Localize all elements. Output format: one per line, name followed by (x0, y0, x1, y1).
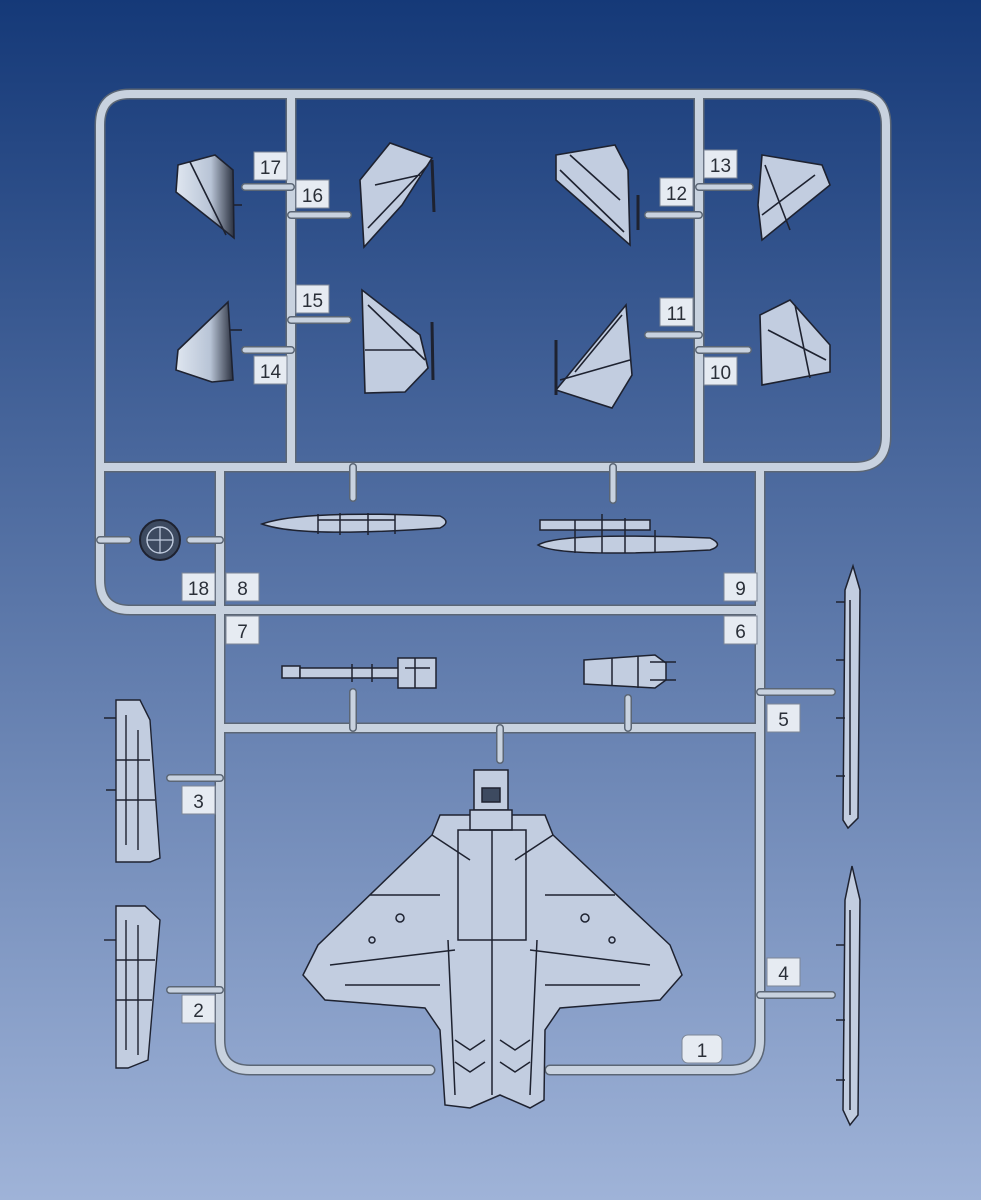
wing-spar-part-4 (836, 865, 861, 1127)
tag-5: 5 (766, 703, 801, 733)
svg-text:1: 1 (697, 1041, 708, 1062)
svg-text:9: 9 (735, 579, 746, 600)
fin-part-15 (361, 288, 435, 394)
fuel-tank-part-8 (259, 513, 447, 535)
tag-11: 11 (659, 297, 694, 327)
svg-text:2: 2 (193, 1001, 204, 1022)
fin-part-12 (555, 144, 640, 247)
svg-text:18: 18 (188, 579, 209, 600)
fin-part-17 (175, 154, 242, 240)
svg-text:16: 16 (302, 186, 323, 207)
tag-1: 1 (681, 1034, 723, 1064)
fin-part-11 (554, 302, 633, 409)
svg-text:5: 5 (778, 710, 789, 731)
wing-spar-part-5 (836, 563, 861, 830)
svg-text:6: 6 (735, 622, 746, 643)
svg-text:3: 3 (193, 792, 204, 813)
sprue-frame (94, 88, 892, 1076)
svg-text:4: 4 (778, 964, 789, 985)
svg-text:7: 7 (237, 622, 248, 643)
svg-text:11: 11 (667, 304, 687, 325)
pod-part-6 (583, 654, 676, 689)
tag-7: 7 (225, 615, 260, 645)
tag-16: 16 (295, 179, 330, 209)
svg-text:8: 8 (237, 579, 248, 600)
main-hull-part-1 (302, 769, 683, 1109)
tag-14: 14 (253, 355, 288, 385)
svg-text:14: 14 (260, 362, 282, 383)
fin-part-13 (757, 154, 831, 242)
fin-part-16 (359, 142, 436, 249)
fuel-tank-part-9 (536, 514, 719, 554)
gun-pod-part-7 (281, 657, 437, 689)
tag-15: 15 (295, 284, 330, 314)
dial-part-18 (139, 519, 181, 561)
tag-6: 6 (723, 615, 758, 645)
tag-3: 3 (181, 785, 216, 815)
svg-text:12: 12 (666, 184, 687, 205)
tag-12: 12 (659, 177, 694, 207)
tag-13: 13 (703, 149, 738, 179)
tag-4: 4 (766, 957, 801, 987)
tag-8: 8 (225, 572, 260, 602)
side-panel-part-2 (104, 905, 161, 1069)
tag-9: 9 (723, 572, 758, 602)
tag-17: 17 (253, 151, 288, 181)
fin-part-14 (175, 300, 242, 383)
side-panel-part-3 (104, 699, 161, 863)
svg-text:17: 17 (260, 158, 281, 179)
svg-text:13: 13 (710, 156, 731, 177)
svg-text:15: 15 (302, 291, 323, 312)
tag-18: 18 (181, 572, 216, 602)
tag-10: 10 (703, 356, 738, 386)
part-tags: 17 16 15 14 13 12 11 10 18 8 9 7 6 5 3 4… (181, 149, 801, 1064)
svg-text:10: 10 (710, 363, 731, 384)
tag-2: 2 (181, 994, 216, 1024)
fin-part-10 (759, 299, 831, 386)
